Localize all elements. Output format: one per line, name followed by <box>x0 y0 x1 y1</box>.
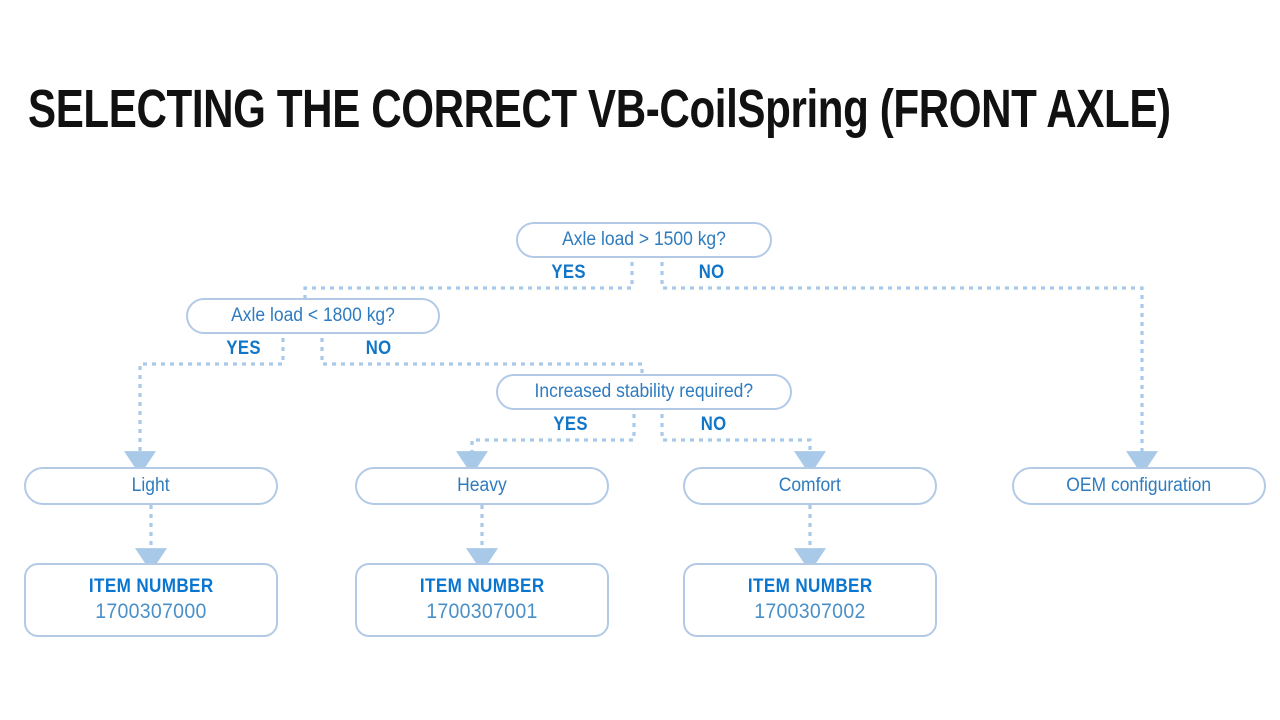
wire-d2-yes <box>124 338 285 476</box>
branch-label-d2-no: NO <box>365 338 392 359</box>
result-node-oem-configuration[interactable]: OEM configuration <box>1012 467 1266 505</box>
decision-node-label: Axle load < 1800 kg? <box>231 305 395 326</box>
page-title: SELECTING THE CORRECT VB-CoilSpring (FRO… <box>28 79 1171 139</box>
item-number-value: 1700307000 <box>95 600 207 623</box>
result-node-light[interactable]: Light <box>24 467 278 505</box>
item-number-heading: ITEM NUMBER <box>419 576 545 597</box>
branch-label-d1-yes: YES <box>551 262 586 283</box>
result-node-comfort[interactable]: Comfort <box>683 467 937 505</box>
decision-node-axle-load-1500[interactable]: Axle load > 1500 kg? <box>516 222 772 258</box>
result-node-heavy[interactable]: Heavy <box>355 467 609 505</box>
branch-label-d1-no: NO <box>698 262 725 283</box>
branch-label-d3-no: NO <box>700 414 727 435</box>
item-number-box-heavy[interactable]: ITEM NUMBER 1700307001 <box>355 563 609 637</box>
result-node-label: Light <box>132 475 170 496</box>
decision-node-label: Increased stability required? <box>534 381 754 402</box>
item-number-heading: ITEM NUMBER <box>88 576 214 597</box>
result-node-label: Heavy <box>457 475 507 496</box>
result-node-label: Comfort <box>778 475 842 496</box>
decision-node-axle-load-1800[interactable]: Axle load < 1800 kg? <box>186 298 440 334</box>
item-number-value: 1700307001 <box>426 600 538 623</box>
item-number-box-comfort[interactable]: ITEM NUMBER 1700307002 <box>683 563 937 637</box>
branch-label-d3-yes: YES <box>553 414 588 435</box>
branch-label-d2-yes: YES <box>226 338 261 359</box>
item-number-value: 1700307002 <box>754 600 866 623</box>
item-number-box-light[interactable]: ITEM NUMBER 1700307000 <box>24 563 278 637</box>
item-number-heading: ITEM NUMBER <box>747 576 873 597</box>
decision-node-increased-stability[interactable]: Increased stability required? <box>496 374 792 410</box>
decision-node-label: Axle load > 1500 kg? <box>562 229 726 250</box>
wire-d1-no <box>660 262 1158 476</box>
wire-d3-no <box>660 414 826 476</box>
result-node-label: OEM configuration <box>1066 475 1212 496</box>
